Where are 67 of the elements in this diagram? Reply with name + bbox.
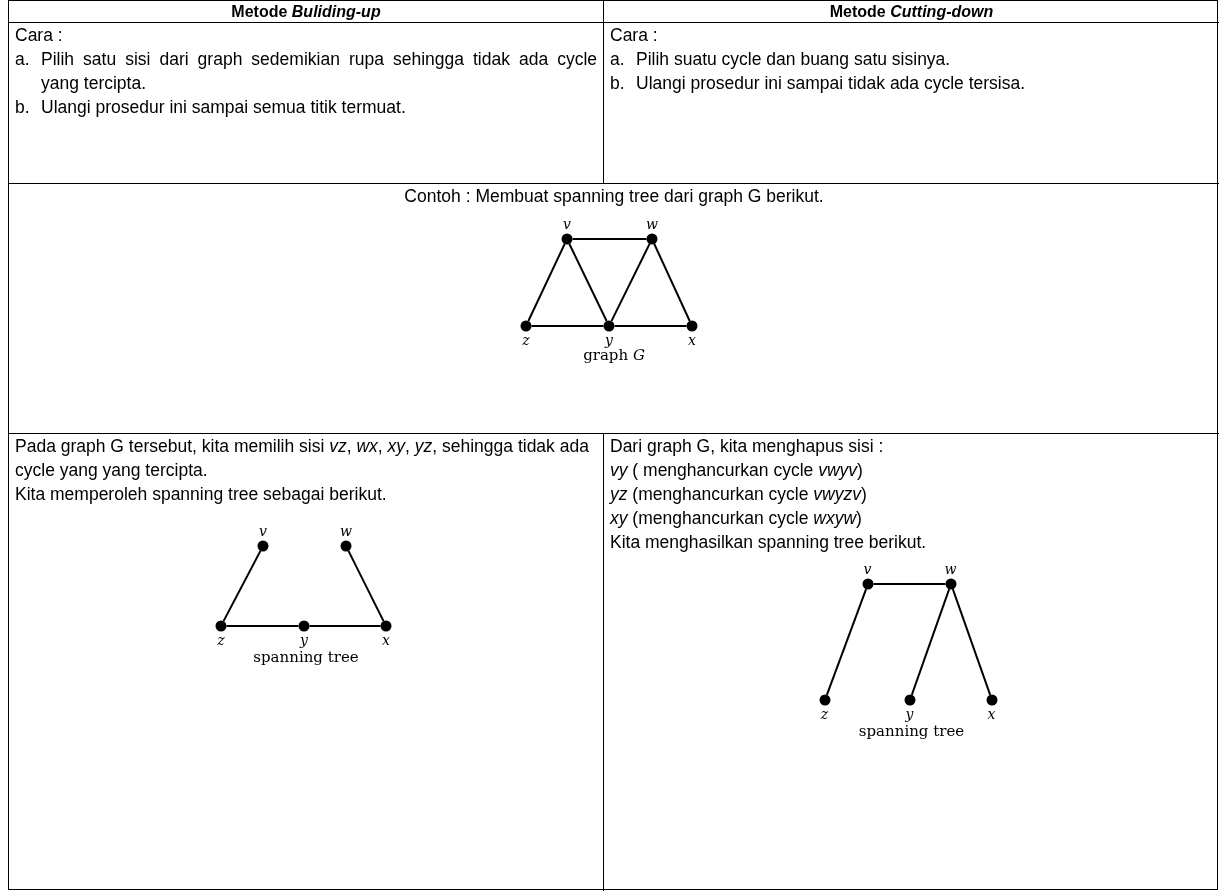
list-item-text: Ulangi prosedur ini sampai semua titik termuat.	[41, 96, 407, 119]
graph-caption: spanning tree	[858, 722, 965, 740]
column-header: Metode Buliding-up	[230, 2, 382, 22]
graph-edge	[568, 242, 608, 323]
vertex-label: y	[905, 707, 914, 721]
graph-edge	[910, 588, 950, 696]
vertex-dot	[603, 320, 615, 332]
vertex-dot	[520, 320, 532, 332]
graph-edge	[613, 325, 688, 327]
vertex-label: z	[522, 333, 530, 347]
vertex-label: v	[563, 217, 571, 231]
vertex-dot	[945, 578, 956, 590]
graph-edge	[653, 243, 691, 322]
graph-edge	[308, 625, 382, 627]
graph-edge	[872, 583, 946, 585]
graph-edge	[825, 588, 867, 696]
vertex-label: x	[688, 333, 696, 347]
vertex-dot	[257, 540, 269, 552]
vertex-dot	[298, 620, 310, 632]
vertex-dot	[215, 620, 227, 632]
column-header: Metode Cutting-down	[828, 2, 995, 22]
cell-text: xy (menghancurkan cycle wxyw)	[610, 507, 863, 530]
vertex-dot	[986, 694, 997, 706]
vertex-dot	[904, 694, 915, 706]
graph-edge	[530, 325, 605, 327]
cell-text: Cara :	[610, 24, 659, 47]
cell-text: Pada graph G tersebut, kita memilih sisi vz, wx, xy, yz, sehingga tidak ada cycle yang yang tercipta.	[15, 435, 590, 482]
vertex-label: z	[820, 707, 829, 721]
vertex-dot	[340, 540, 352, 552]
vertex-label: w	[646, 217, 658, 231]
cell-text: vy ( menghancurkan cycle vwyv)	[610, 459, 864, 482]
vertex-label: y	[605, 333, 613, 347]
graph-edge	[527, 243, 566, 322]
cell-text: Cara :	[15, 24, 64, 47]
vertex-label: v	[259, 524, 267, 538]
vertex-label: w	[944, 562, 957, 576]
vertex-label: x	[987, 707, 996, 721]
vertex-dot	[686, 320, 698, 332]
graph-edge	[347, 549, 385, 623]
list-marker: a.	[15, 48, 31, 71]
graph-caption: spanning tree	[253, 648, 359, 666]
list-item-text: Pilih suatu cycle dan buang satu sisinya.	[636, 48, 952, 71]
vertex-dot	[561, 233, 573, 245]
list-item-text: Pilih satu sisi dari graph sedemikian rupa sehingga tidak ada cycle yang tercipta.	[41, 48, 597, 95]
vertex-dot	[862, 578, 873, 590]
list-marker: b.	[15, 96, 31, 119]
vertex-label: w	[340, 524, 352, 538]
vertex-label: v	[863, 562, 872, 576]
graph-edge	[951, 588, 991, 696]
cell-text: Kita memperoleh spanning tree sebagai berikut.	[15, 483, 388, 506]
graph-edge	[225, 625, 300, 627]
vertex-label: z	[217, 633, 225, 647]
cell-text: Kita menghasilkan spanning tree berikut.	[610, 531, 928, 554]
cell-text: Dari graph G, kita menghapus sisi :	[610, 435, 885, 458]
graph-edge	[571, 238, 648, 240]
cell-text: yz (menghancurkan cycle vwyzv)	[610, 483, 868, 506]
list-marker: b.	[610, 72, 626, 95]
vertex-dot	[380, 620, 392, 632]
graph-edge	[610, 242, 651, 323]
vertex-label: x	[382, 633, 390, 647]
graph-edge	[222, 549, 262, 623]
list-marker: a.	[610, 48, 626, 71]
vertex-dot	[819, 694, 830, 706]
vertex-dot	[646, 233, 658, 245]
list-item-text: Ulangi prosedur ini sampai tidak ada cycle tersisa.	[636, 72, 1027, 95]
vertex-label: y	[300, 633, 308, 647]
cell-text: Contoh : Membuat spanning tree dari graph G berikut.	[404, 185, 824, 208]
